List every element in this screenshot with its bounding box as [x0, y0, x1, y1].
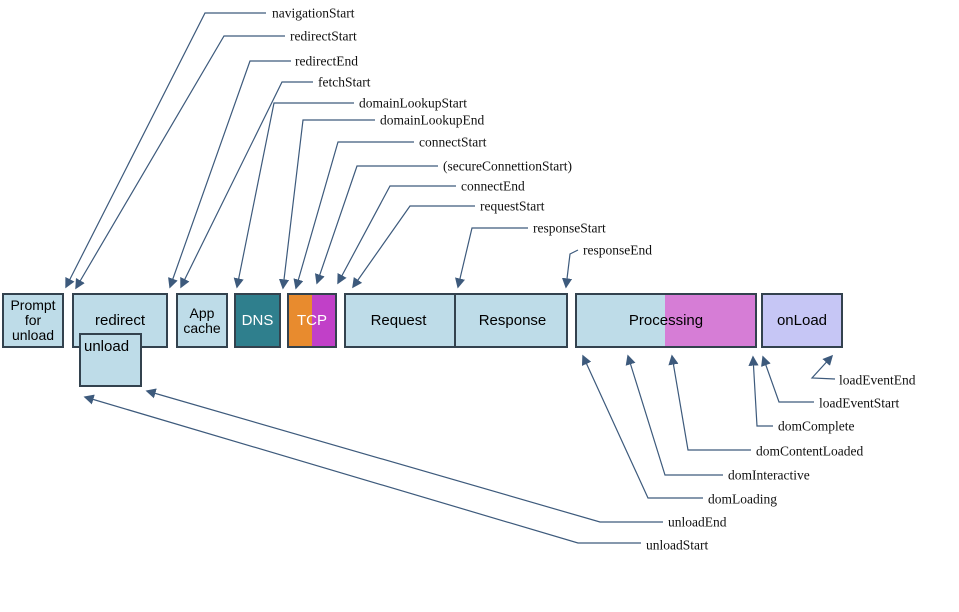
- label-responseStart: responseStart: [533, 220, 606, 236]
- arrow-secureConnectionStart: [314, 165, 438, 285]
- box-response: Response: [454, 295, 569, 346]
- arrow-connectStart: [293, 141, 414, 290]
- box-redirect-label: redirect: [94, 312, 146, 329]
- arrow-responseStart: [455, 227, 528, 289]
- box-prompt-for-unload-label: Prompt for unload: [10, 297, 56, 343]
- box-tcp: TCP: [287, 293, 337, 348]
- label-navigationStart: navigationStart: [272, 5, 355, 21]
- box-app-cache-label: App cache: [183, 304, 221, 336]
- label-domContentLoaded: domContentLoaded: [756, 443, 864, 459]
- label-domComplete: domComplete: [778, 418, 855, 434]
- label-requestStart: requestStart: [480, 198, 545, 214]
- arrow-domComplete: [748, 355, 773, 427]
- box-processing: Processing: [575, 293, 757, 348]
- arrow-domainLookupStart: [233, 102, 354, 289]
- box-tcp-label: TCP: [297, 312, 327, 329]
- label-loadEventEnd: loadEventEnd: [839, 372, 916, 388]
- label-unloadStart: unloadStart: [646, 537, 709, 553]
- arrow-loadEventEnd: [810, 354, 836, 380]
- arrow-domLoading: [581, 354, 703, 499]
- box-request-label: Request: [370, 312, 427, 329]
- label-redirectEnd: redirectEnd: [295, 53, 358, 69]
- box-prompt-for-unload: Prompt for unload: [2, 293, 64, 348]
- arrow-fetchStart: [180, 81, 313, 289]
- arrow-unloadStart: [83, 394, 641, 544]
- box-onload-label: onLoad: [776, 312, 828, 329]
- arrow-requestStart: [352, 205, 475, 289]
- box-dns: DNS: [234, 293, 281, 348]
- box-app-cache: App cache: [176, 293, 228, 348]
- arrow-domInteractive: [625, 354, 723, 476]
- arrow-loadEventStart: [761, 355, 814, 403]
- arrow-domContentLoaded: [668, 354, 751, 451]
- arrow-navigationStart: [65, 12, 266, 289]
- label-redirectStart: redirectStart: [290, 28, 357, 44]
- arrow-domainLookupEnd: [278, 119, 375, 290]
- arrow-unloadEnd: [145, 388, 663, 523]
- label-secureConnectionStart: (secureConnettionStart): [443, 158, 572, 174]
- arrow-connectEnd: [337, 185, 456, 285]
- label-connectStart: connectStart: [419, 134, 487, 150]
- label-domainLookupStart: domainLookupStart: [359, 95, 467, 111]
- box-unload: unload: [79, 333, 142, 387]
- label-loadEventStart: loadEventStart: [819, 395, 900, 411]
- box-response-label: Response: [478, 312, 547, 329]
- arrow-responseEnd: [561, 249, 579, 289]
- label-domLoading: domLoading: [708, 491, 777, 507]
- label-domainLookupEnd: domainLookupEnd: [380, 112, 485, 128]
- box-dns-label: DNS: [241, 312, 274, 329]
- label-fetchStart: fetchStart: [318, 74, 371, 90]
- arrow-redirectEnd: [168, 60, 291, 289]
- label-connectEnd: connectEnd: [461, 178, 525, 194]
- label-responseEnd: responseEnd: [583, 242, 652, 258]
- box-onload: onLoad: [761, 293, 843, 348]
- box-processing-label: Processing: [628, 312, 704, 329]
- label-unloadEnd: unloadEnd: [668, 514, 727, 530]
- label-domInteractive: domInteractive: [728, 467, 810, 483]
- box-unload-label: unload: [84, 338, 130, 355]
- arrow-redirectStart: [75, 35, 285, 290]
- box-request-response: Request Response: [344, 293, 568, 348]
- box-request: Request: [343, 295, 454, 346]
